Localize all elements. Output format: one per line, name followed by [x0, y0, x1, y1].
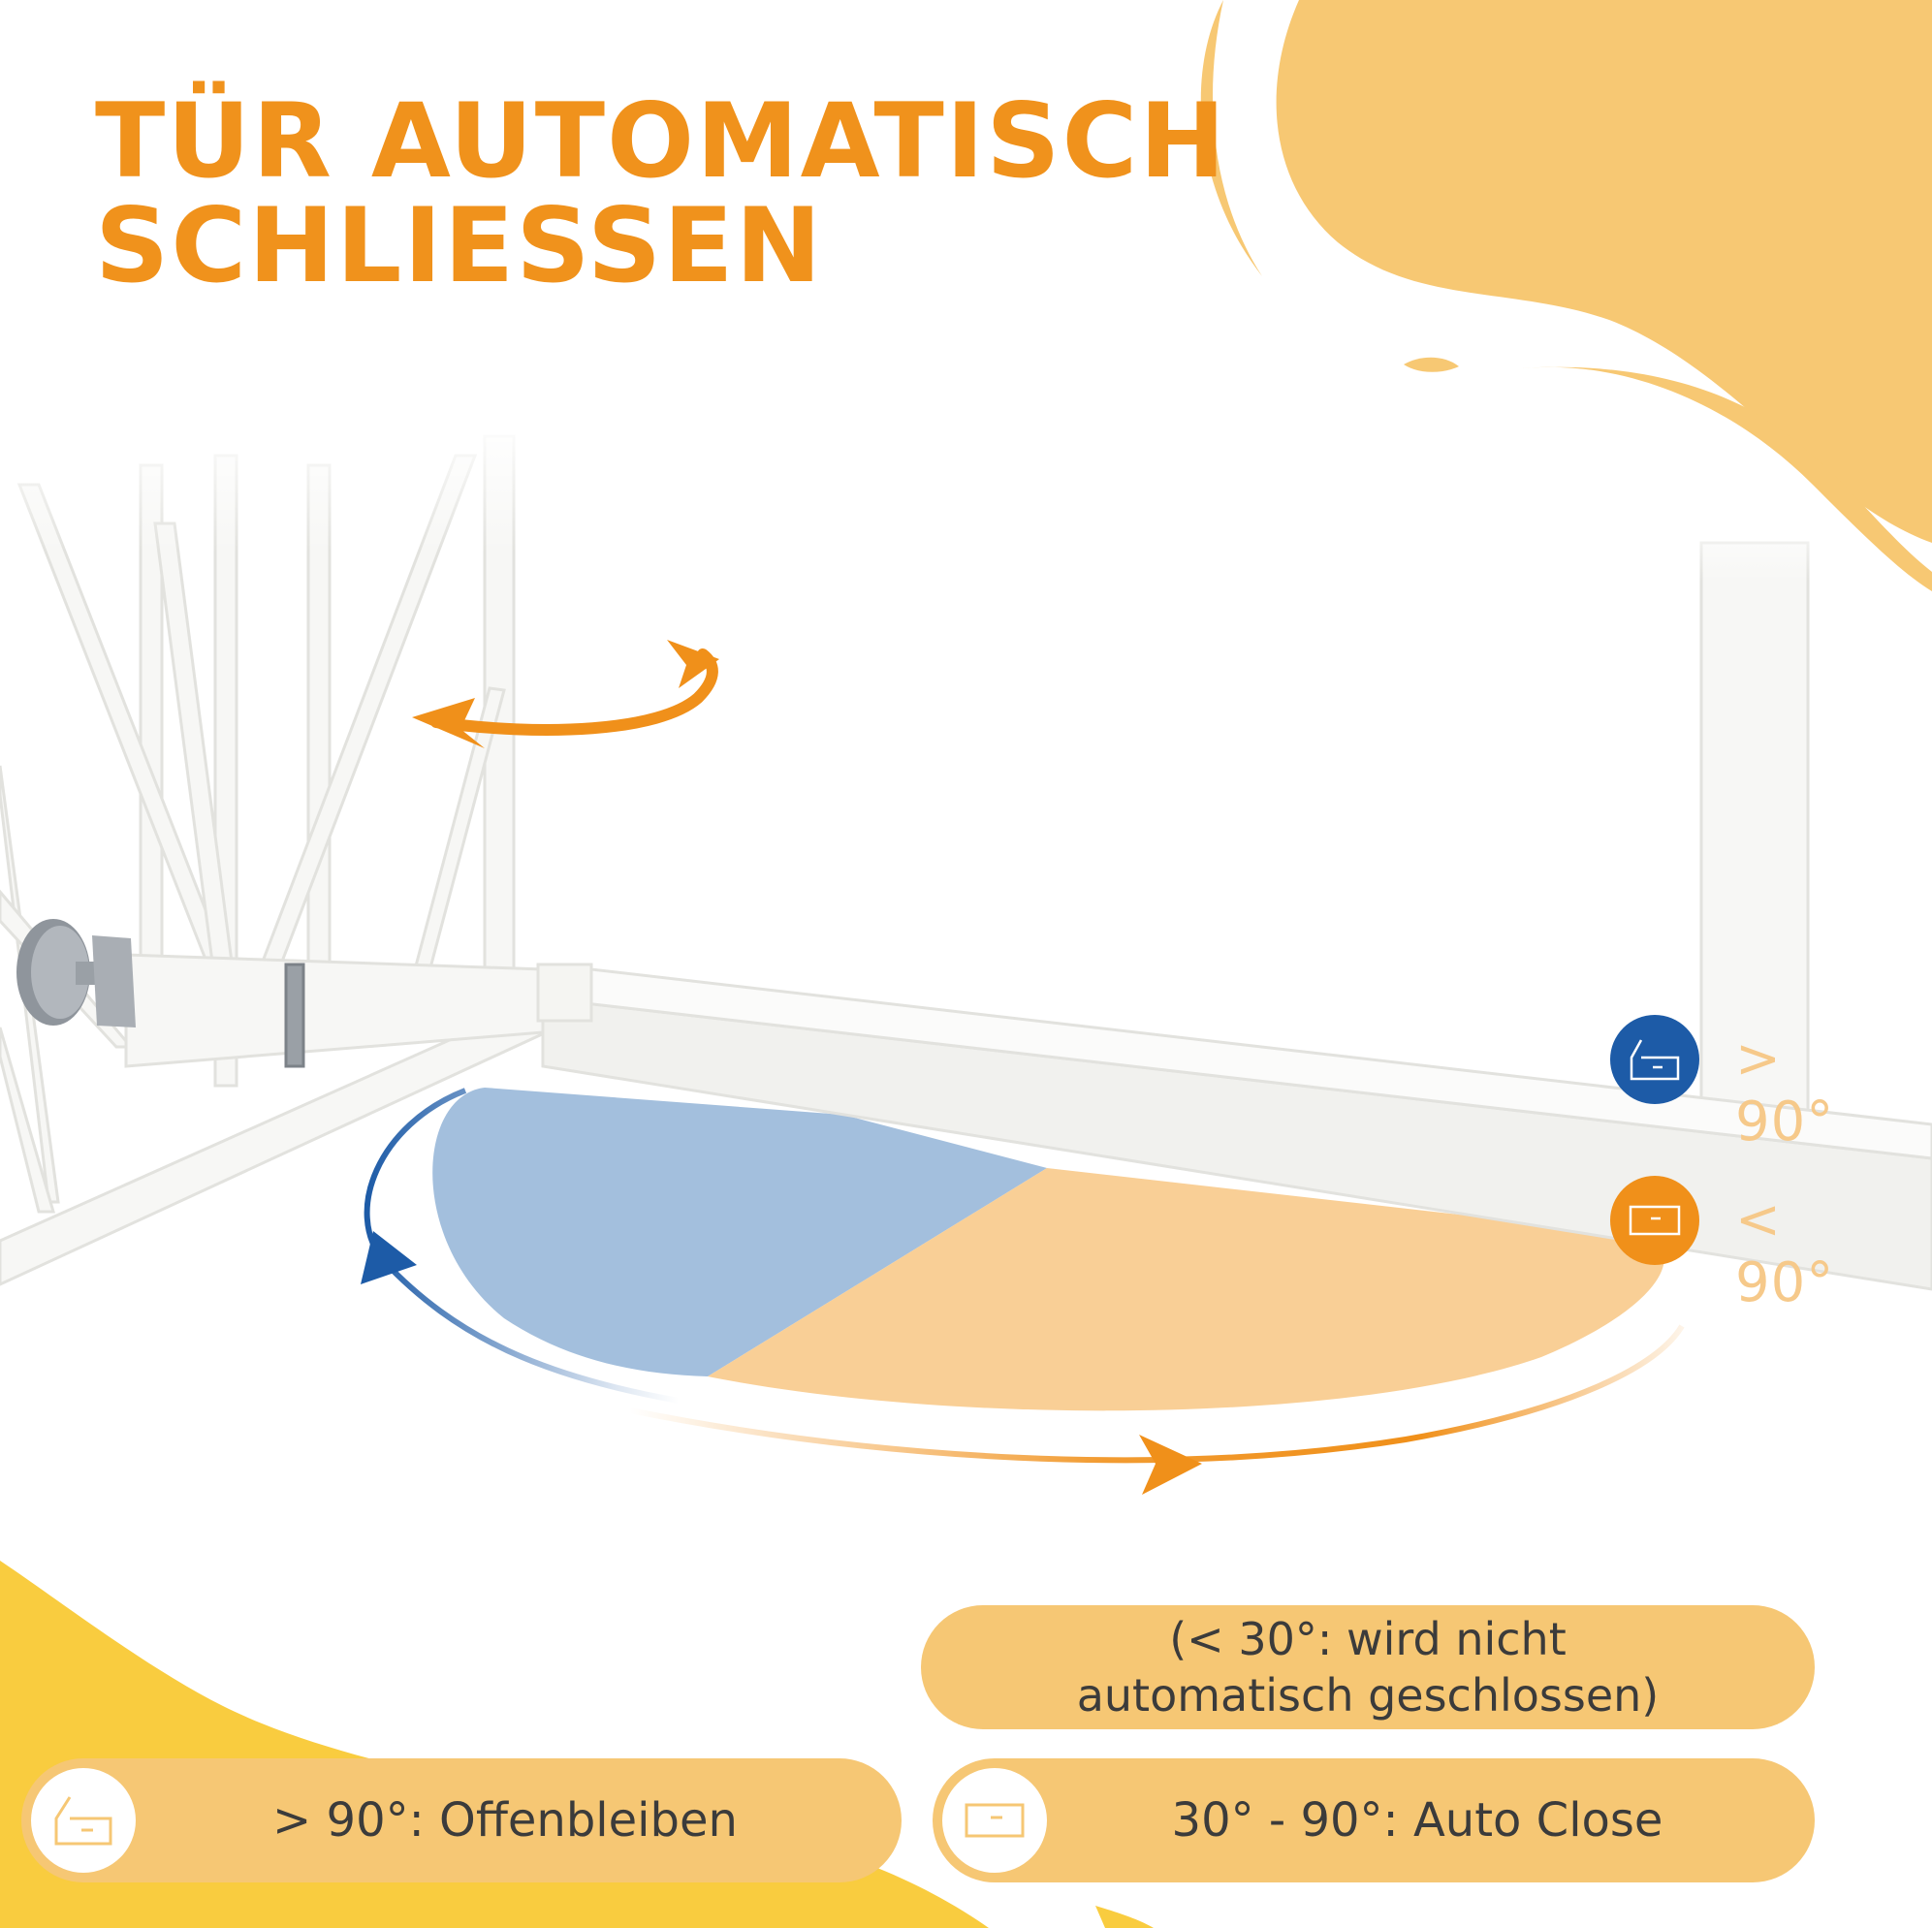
title-line-1: TÜR AUTOMATISCH: [95, 81, 1228, 201]
decor-blob-top-right: [1200, 0, 1932, 591]
door-open-badge: [1610, 1015, 1699, 1104]
auto-close-label: 30° - 90°: Auto Close: [1171, 1793, 1663, 1848]
gate-frame: [0, 434, 1932, 1291]
title-line-2: SCHLIESSEN: [95, 186, 824, 305]
note-pill: (< 30°: wird nicht automatisch geschloss…: [921, 1605, 1815, 1729]
door-closed-icon: [1629, 1205, 1681, 1236]
pressure-mount-screw: [16, 919, 136, 1027]
angle-label-open: > 90°: [1735, 1027, 1835, 1154]
blue-rotation-arrow: [361, 1088, 680, 1404]
door-closed-badge: [1610, 1176, 1699, 1265]
stay-open-label: > 90°: Offenbleiben: [272, 1793, 738, 1848]
swing-arrow: [412, 640, 719, 748]
door-closed-icon: [965, 1803, 1025, 1838]
auto-close-icon-circle: [942, 1768, 1047, 1873]
angle-label-closed: < 90°: [1735, 1188, 1835, 1314]
page-title: TÜR AUTOMATISCH SCHLIESSEN: [95, 89, 1227, 299]
door-open-icon: [1630, 1039, 1680, 1081]
stay-open-icon-circle: [31, 1768, 136, 1873]
orange-rotation-arrow: [629, 1324, 1685, 1495]
rotation-zones: [432, 1088, 1664, 1411]
note-line-1: (< 30°: wird nicht: [1169, 1613, 1567, 1665]
door-open-icon: [54, 1796, 112, 1846]
note-line-2: automatisch geschlossen): [1076, 1669, 1660, 1722]
stay-open-pill: > 90°: Offenbleiben: [21, 1758, 902, 1882]
auto-close-pill: 30° - 90°: Auto Close: [933, 1758, 1815, 1882]
